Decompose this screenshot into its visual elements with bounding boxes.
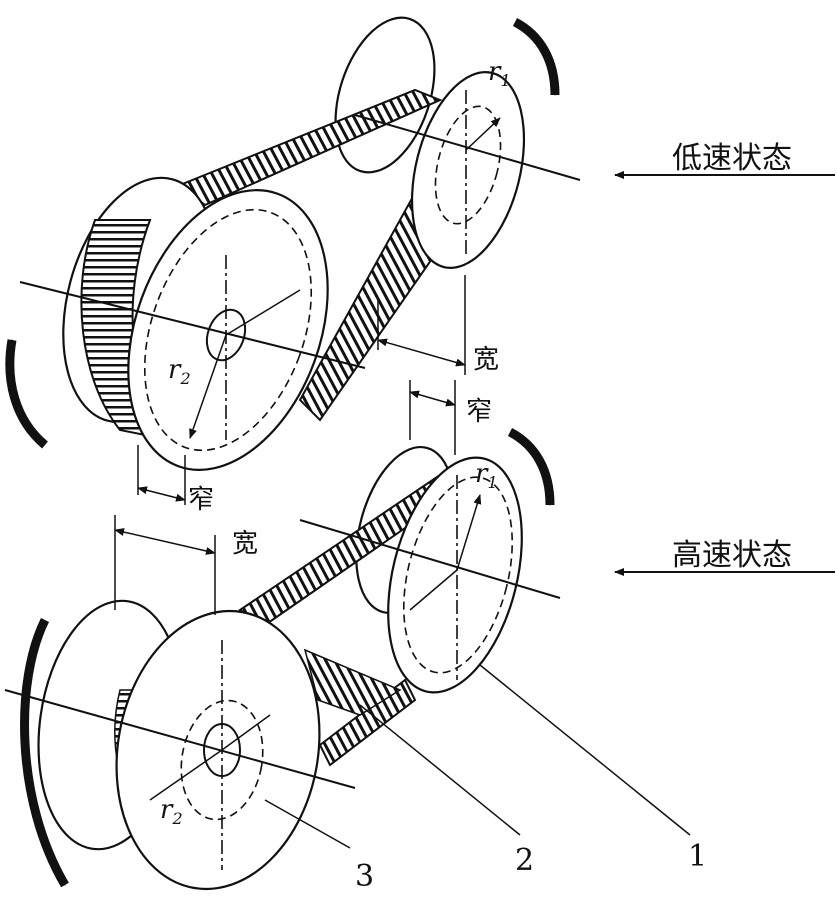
- r-symbol: r: [475, 459, 489, 489]
- part-label-1: 1: [688, 839, 707, 874]
- high-speed-assembly: [4, 380, 691, 891]
- high-speed-label: 高速状态: [672, 538, 792, 573]
- top-narrow-dim: [137, 486, 186, 502]
- top-r2-label: r2: [168, 355, 191, 388]
- driver2-axis: [299, 519, 561, 599]
- part-label-3: 3: [355, 859, 374, 894]
- low-speed-label: 低速状态: [672, 141, 792, 176]
- driven-belt-path: [143, 208, 313, 452]
- driver2-belt-path: [402, 476, 514, 674]
- r1-arrow: [465, 117, 501, 151]
- leader-part-1: [479, 664, 691, 836]
- driven2-axis: [4, 689, 356, 789]
- r2b-line: [149, 749, 223, 801]
- belt2-lower-band: [303, 648, 402, 716]
- bottom-wide-dim: [114, 528, 216, 555]
- r-symbol: r: [488, 57, 502, 87]
- r-symbol: r: [168, 355, 182, 385]
- r1b-line: [409, 569, 458, 611]
- bottom-wide-label: 宽: [232, 529, 258, 559]
- driver2-front-disc: [387, 456, 523, 694]
- top-narrow-label: 窄: [466, 397, 492, 427]
- bottom-narrow-dim: [409, 390, 456, 407]
- leader-part-3: [264, 799, 351, 849]
- bottom-r1-label: r1: [475, 459, 498, 492]
- driven-rotation-arrow: [5, 339, 48, 449]
- r2-line: [225, 289, 301, 336]
- r2-subscript: 2: [179, 369, 190, 388]
- r2b-line2: [221, 714, 271, 751]
- driver-axis: [354, 114, 581, 181]
- driver-rotation-arrow: [512, 18, 560, 96]
- r1b-arrow: [456, 494, 482, 571]
- top-wide-label: 宽: [473, 345, 499, 375]
- part-label-2: 2: [515, 843, 534, 878]
- leader-part-2: [359, 704, 521, 836]
- driven-axis: [19, 281, 366, 369]
- low-speed-assembly: [5, 16, 581, 505]
- r2-subscript: 2: [171, 809, 182, 828]
- r2-arrow: [189, 334, 227, 439]
- r-symbol: r: [160, 795, 174, 825]
- bottom-narrow-label: 窄: [188, 485, 214, 515]
- driven2-rotation-arrow: [20, 617, 69, 888]
- top-wide-dim: [377, 338, 466, 367]
- bottom-r2-label: r2: [160, 795, 183, 828]
- driver2-rotation-arrow: [507, 428, 555, 506]
- r1-subscript: 1: [487, 473, 497, 492]
- driven2-belt-path: [180, 699, 264, 821]
- driver-belt-path: [434, 105, 502, 225]
- top-r1-label: r1: [488, 57, 511, 90]
- r1-subscript: 1: [500, 71, 510, 90]
